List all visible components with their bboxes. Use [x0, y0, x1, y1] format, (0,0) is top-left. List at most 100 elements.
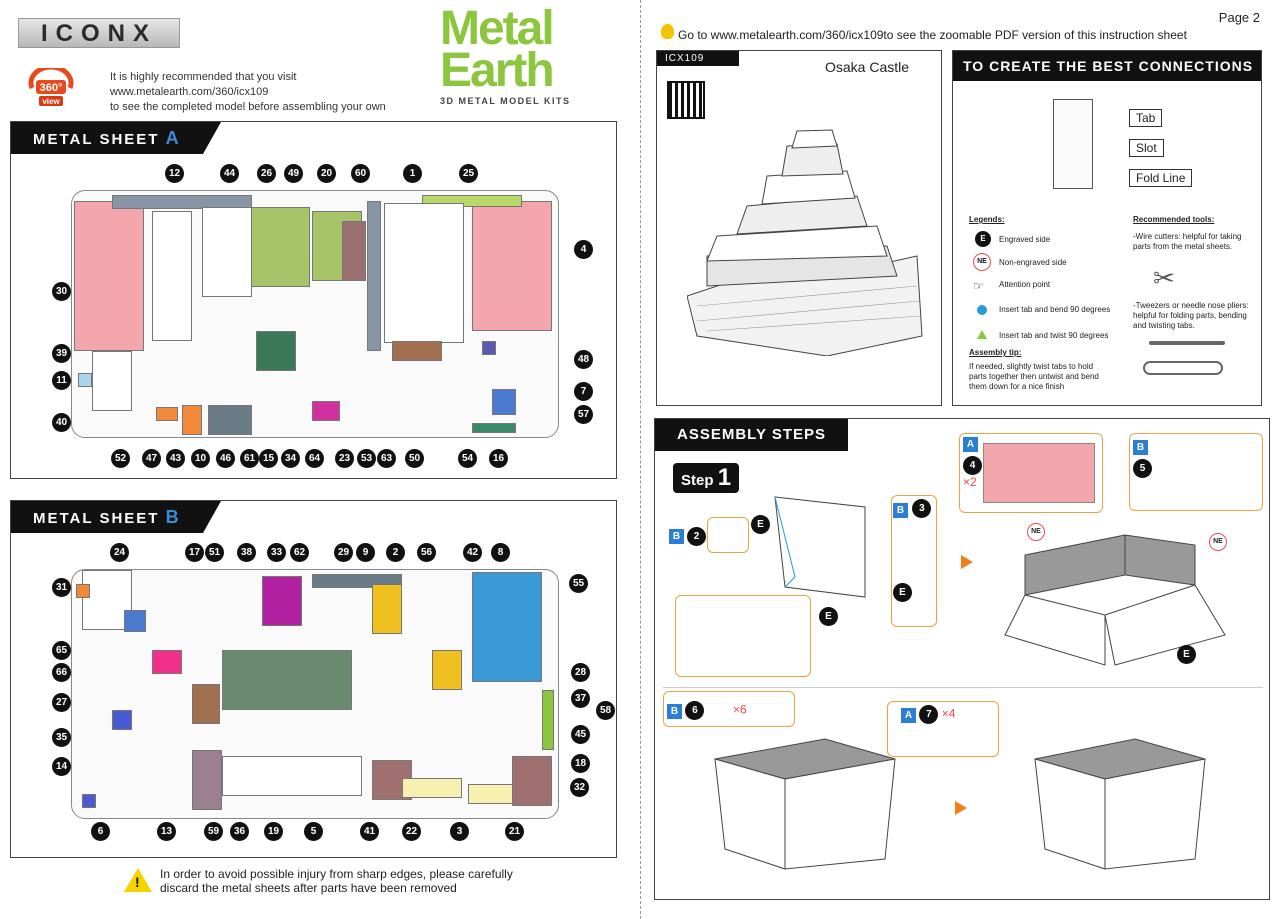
castle-illustration	[687, 129, 923, 356]
recommend-line-3: to see the completed model before assemb…	[110, 101, 386, 113]
warning-text: In order to avoid possible injury from s…	[160, 867, 513, 895]
part-66	[152, 650, 182, 674]
part-number-65: 65	[52, 641, 71, 660]
part-number-21: 21	[505, 822, 524, 841]
legend-engraved: Engraved side	[999, 235, 1051, 244]
part-number-6: 6	[91, 822, 110, 841]
callout-b5: B 5	[1133, 437, 1152, 478]
recommend-line-1: It is highly recommended that you visit	[110, 71, 297, 83]
part-48	[482, 341, 496, 355]
arrow-right-2	[955, 801, 967, 815]
recommend-text: It is highly recommended that you visit …	[110, 70, 386, 115]
brand-name-line-1: Metal	[440, 2, 555, 55]
part-number-53: 53	[357, 449, 376, 468]
callout-b6: B 6 ×6	[667, 701, 747, 720]
part-32	[512, 756, 552, 806]
part-2-box	[707, 517, 749, 553]
part-number-42: 42	[463, 543, 482, 562]
warning-line-2: discard the metal sheets after parts hav…	[160, 881, 457, 895]
part-number-52: 52	[111, 449, 130, 468]
tool-wire-cutters: -Wire cutters: helpful for taking parts …	[1133, 232, 1242, 251]
engraved-icon: E	[975, 231, 991, 247]
recommend-url[interactable]: www.metalearth.com/360/icx109	[110, 86, 269, 98]
step1-base-b	[1034, 738, 1206, 870]
part-63	[392, 341, 442, 361]
tab-label: Tab	[1129, 109, 1163, 127]
part-number-56: 56	[417, 543, 436, 562]
part-number-10: 10	[191, 449, 210, 468]
part-number-22: 22	[402, 822, 421, 841]
part-number-41: 41	[360, 822, 379, 841]
part-number-28: 28	[571, 663, 590, 682]
part-28	[432, 650, 462, 690]
assembly-steps-panel: ASSEMBLY STEPS Step 1 B 2 A 1 E E B 3 E …	[654, 418, 1270, 900]
360-view-logo[interactable]: 360° view	[26, 64, 76, 110]
part-60	[342, 221, 366, 281]
part-number-47: 47	[142, 449, 161, 468]
part-10	[182, 405, 202, 435]
part-number-37: 37	[571, 689, 590, 708]
callout-b3: B 3	[893, 499, 932, 518]
pliers-icon	[1143, 361, 1223, 375]
part-37	[542, 690, 554, 750]
part-number-45: 45	[571, 725, 590, 744]
part-number-30: 30	[52, 282, 71, 301]
part-19	[222, 650, 352, 710]
qr-code[interactable]	[667, 81, 705, 119]
callout-a4: A 4 ×2	[963, 437, 982, 490]
part-number-12: 12	[165, 164, 184, 183]
page-number: Page 2	[1218, 10, 1260, 25]
part-number-3: 3	[450, 822, 469, 841]
part-26	[250, 207, 310, 287]
part-31	[76, 584, 90, 598]
warning-icon: !	[124, 868, 152, 892]
step-separator	[663, 687, 1263, 688]
step1-base-a	[714, 738, 896, 870]
part-46	[208, 405, 252, 435]
arrow-right-1	[961, 555, 973, 569]
tool-tweezers: -Tweezers or needle nose pliers: helpful…	[1133, 301, 1249, 330]
sheet-a-drawing	[71, 190, 559, 438]
legend-bend-90: Insert tab and bend 90 degrees	[999, 305, 1111, 314]
callout-b2: B 2	[669, 527, 707, 546]
part-number-39: 39	[52, 344, 71, 363]
part-15	[256, 331, 296, 371]
assembly-tip-text: If needed, slightly twist tabs to hold p…	[969, 362, 1099, 391]
part-16	[472, 423, 516, 433]
part-number-55: 55	[569, 574, 588, 593]
blue-dot-icon	[977, 305, 987, 315]
legend-non-engraved: Non-engraved side	[999, 258, 1067, 267]
e-mark-4: E	[1177, 645, 1196, 664]
green-triangle-icon	[977, 330, 987, 339]
e-mark-2: E	[819, 607, 838, 626]
e-mark-1: E	[751, 515, 770, 534]
part-number-7: 7	[574, 382, 593, 401]
part-number-20: 20	[317, 164, 336, 183]
part-43	[156, 407, 178, 421]
part-number-49: 49	[284, 164, 303, 183]
wire-cutter-icon: ✂	[1153, 263, 1175, 293]
part-22	[402, 778, 462, 798]
part-number-59: 59	[204, 822, 223, 841]
tools-title: Recommended tools:	[1133, 215, 1215, 224]
lightbulb-icon	[661, 24, 674, 39]
part-number-2: 2	[386, 543, 405, 562]
part-24	[82, 570, 132, 630]
part-3-box	[891, 495, 937, 627]
model-name: Osaka Castle	[825, 59, 910, 75]
part-number-63: 63	[377, 449, 396, 468]
part-number-61: 61	[240, 449, 259, 468]
step-1-badge: Step 1	[673, 463, 740, 493]
part-number-1: 1	[403, 164, 422, 183]
part-number-15: 15	[259, 449, 278, 468]
zoomable-pdf-link[interactable]: Go to www.metalearth.com/360/icx109to se…	[678, 28, 1187, 42]
part-number-38: 38	[237, 543, 256, 562]
part-number-57: 57	[574, 405, 593, 424]
part-number-51: 51	[205, 543, 224, 562]
part-number-46: 46	[216, 449, 235, 468]
part-2	[372, 584, 402, 634]
part-number-16: 16	[489, 449, 508, 468]
part-number-29: 29	[334, 543, 353, 562]
